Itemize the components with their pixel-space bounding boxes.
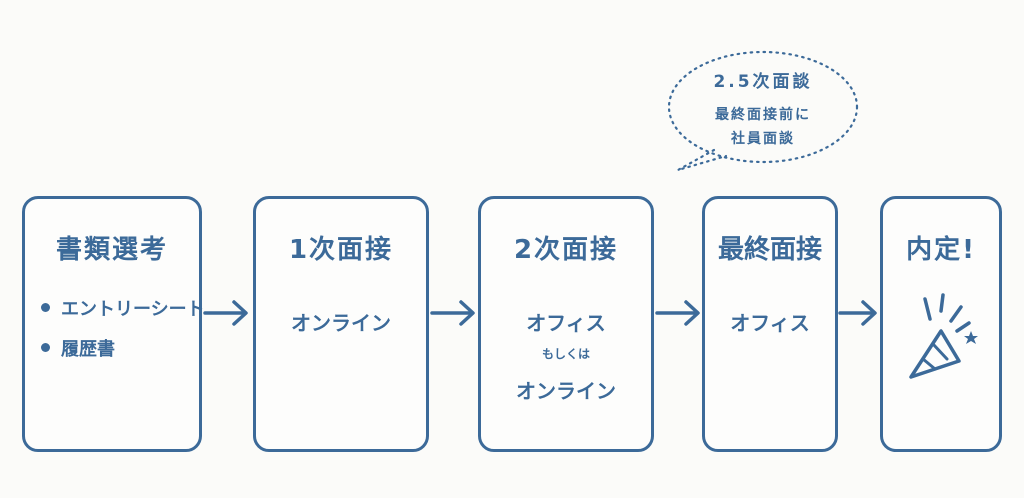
list-item: 履歴書 bbox=[41, 335, 205, 361]
step-title: 1次面接 bbox=[288, 235, 394, 265]
step-title: 書類選考 bbox=[55, 235, 168, 265]
step-job-offer: 内定! bbox=[880, 196, 1002, 452]
step-title: 2次面接 bbox=[513, 235, 619, 265]
step-method-primary: オフィス bbox=[526, 311, 606, 335]
step-connector: もしくは bbox=[541, 347, 590, 361]
step-title: 最終面接 bbox=[717, 235, 822, 265]
step-method-alternative: オンライン bbox=[516, 379, 616, 403]
step-document-screening: 書類選考 エントリーシート 履歴書 bbox=[22, 196, 205, 452]
callout-line-1: 最終面接前に bbox=[715, 107, 811, 123]
arrow-right-icon bbox=[655, 300, 700, 326]
callout-line-2: 社員面談 bbox=[731, 131, 795, 147]
step-title: 内定! bbox=[906, 235, 976, 265]
step-second-interview: 2次面接 オフィス もしくは オンライン bbox=[478, 196, 654, 452]
list-item: エントリーシート bbox=[41, 295, 205, 321]
step-first-interview: 1次面接 オンライン bbox=[253, 196, 429, 452]
requirements-list: エントリーシート 履歴書 bbox=[41, 295, 205, 375]
party-popper-icon bbox=[909, 293, 978, 379]
callout-title: 2.5次面談 bbox=[713, 72, 813, 92]
arrow-right-icon bbox=[838, 300, 877, 326]
arrow-right-icon bbox=[203, 300, 248, 326]
step-method: オフィス bbox=[730, 311, 810, 335]
step-method: オンライン bbox=[291, 311, 391, 335]
step-final-interview: 最終面接 オフィス bbox=[702, 196, 838, 452]
arrow-right-icon bbox=[430, 300, 475, 326]
